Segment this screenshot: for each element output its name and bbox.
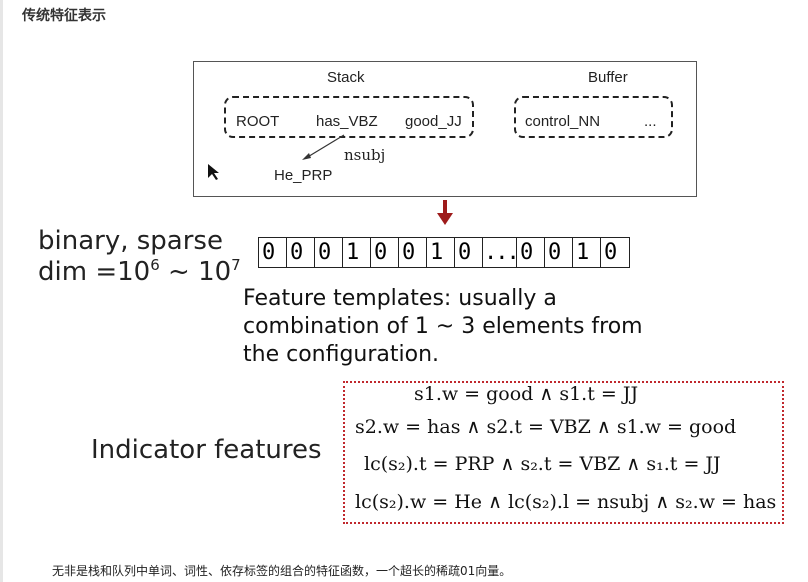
vector-cell: 0 <box>315 238 343 267</box>
section-heading: 传统特征表示 <box>22 8 106 24</box>
parser-configuration: Stack Buffer ROOT has_VBZ good_JJ contro… <box>193 61 697 197</box>
dependency-relation: nsubj <box>344 146 386 164</box>
vector-cell: 1 <box>427 238 455 267</box>
feature-templates-text: Feature templates: usually a combination… <box>243 285 643 369</box>
vector-cell: 1 <box>343 238 371 267</box>
stack-token: has_VBZ <box>316 113 378 130</box>
indicator-formula: lc(s₂).t = PRP ∧ s₂.t = VBZ ∧ s₁.t = JJ <box>364 453 721 475</box>
dependency-arc <box>208 134 345 180</box>
dependent-token: He_PRP <box>274 167 333 184</box>
vector-cell: 0 <box>455 238 483 267</box>
dimension-label: dim =106 ~ 107 <box>38 256 241 287</box>
vector-cell: 0 <box>287 238 315 267</box>
templates-line: the configuration. <box>243 342 440 367</box>
indicator-features-label: Indicator features <box>91 435 322 465</box>
vector-cell: 0 <box>604 240 618 265</box>
stack-token: ROOT <box>236 113 280 130</box>
indicator-formula: s1.w = good ∧ s1.t = JJ <box>414 383 639 405</box>
vector-cell: 1 <box>573 238 601 267</box>
templates-line: Feature templates: usually a <box>243 286 557 311</box>
buffer-token: ... <box>644 113 657 130</box>
vector-cell: 0 <box>399 238 427 267</box>
templates-line: combination of 1 ~ 3 elements from <box>243 314 643 339</box>
vector-cell: ... <box>484 238 520 267</box>
vector-cell: 0 <box>371 238 399 267</box>
down-arrow-icon <box>437 200 453 225</box>
left-border <box>0 0 3 582</box>
binary-vector: 0 0 0 1 0 0 1 0 ... 0 0 1 0 <box>258 237 630 268</box>
vector-cell: 0 <box>545 238 573 267</box>
buffer-token: control_NN <box>525 113 601 130</box>
vector-cell: 0 <box>259 238 287 267</box>
caption-text: 无非是栈和队列中单词、词性、依存标签的组合的特征函数，一个超长的稀疏01向量。 <box>52 564 512 578</box>
stack-token: good_JJ <box>405 113 462 130</box>
indicator-formula: s2.w = has ∧ s2.t = VBZ ∧ s1.w = good <box>355 416 737 438</box>
stack-box <box>224 96 474 138</box>
binary-sparse-label: binary, sparse <box>38 226 223 256</box>
buffer-title: Buffer <box>588 69 628 86</box>
indicator-features-box <box>343 381 784 524</box>
stack-title: Stack <box>327 69 365 86</box>
vector-cell: 0 <box>517 238 545 267</box>
indicator-formula: lc(s₂).w = He ∧ lc(s₂).l = nsubj ∧ s₂.w … <box>355 491 777 513</box>
buffer-box <box>514 96 673 138</box>
